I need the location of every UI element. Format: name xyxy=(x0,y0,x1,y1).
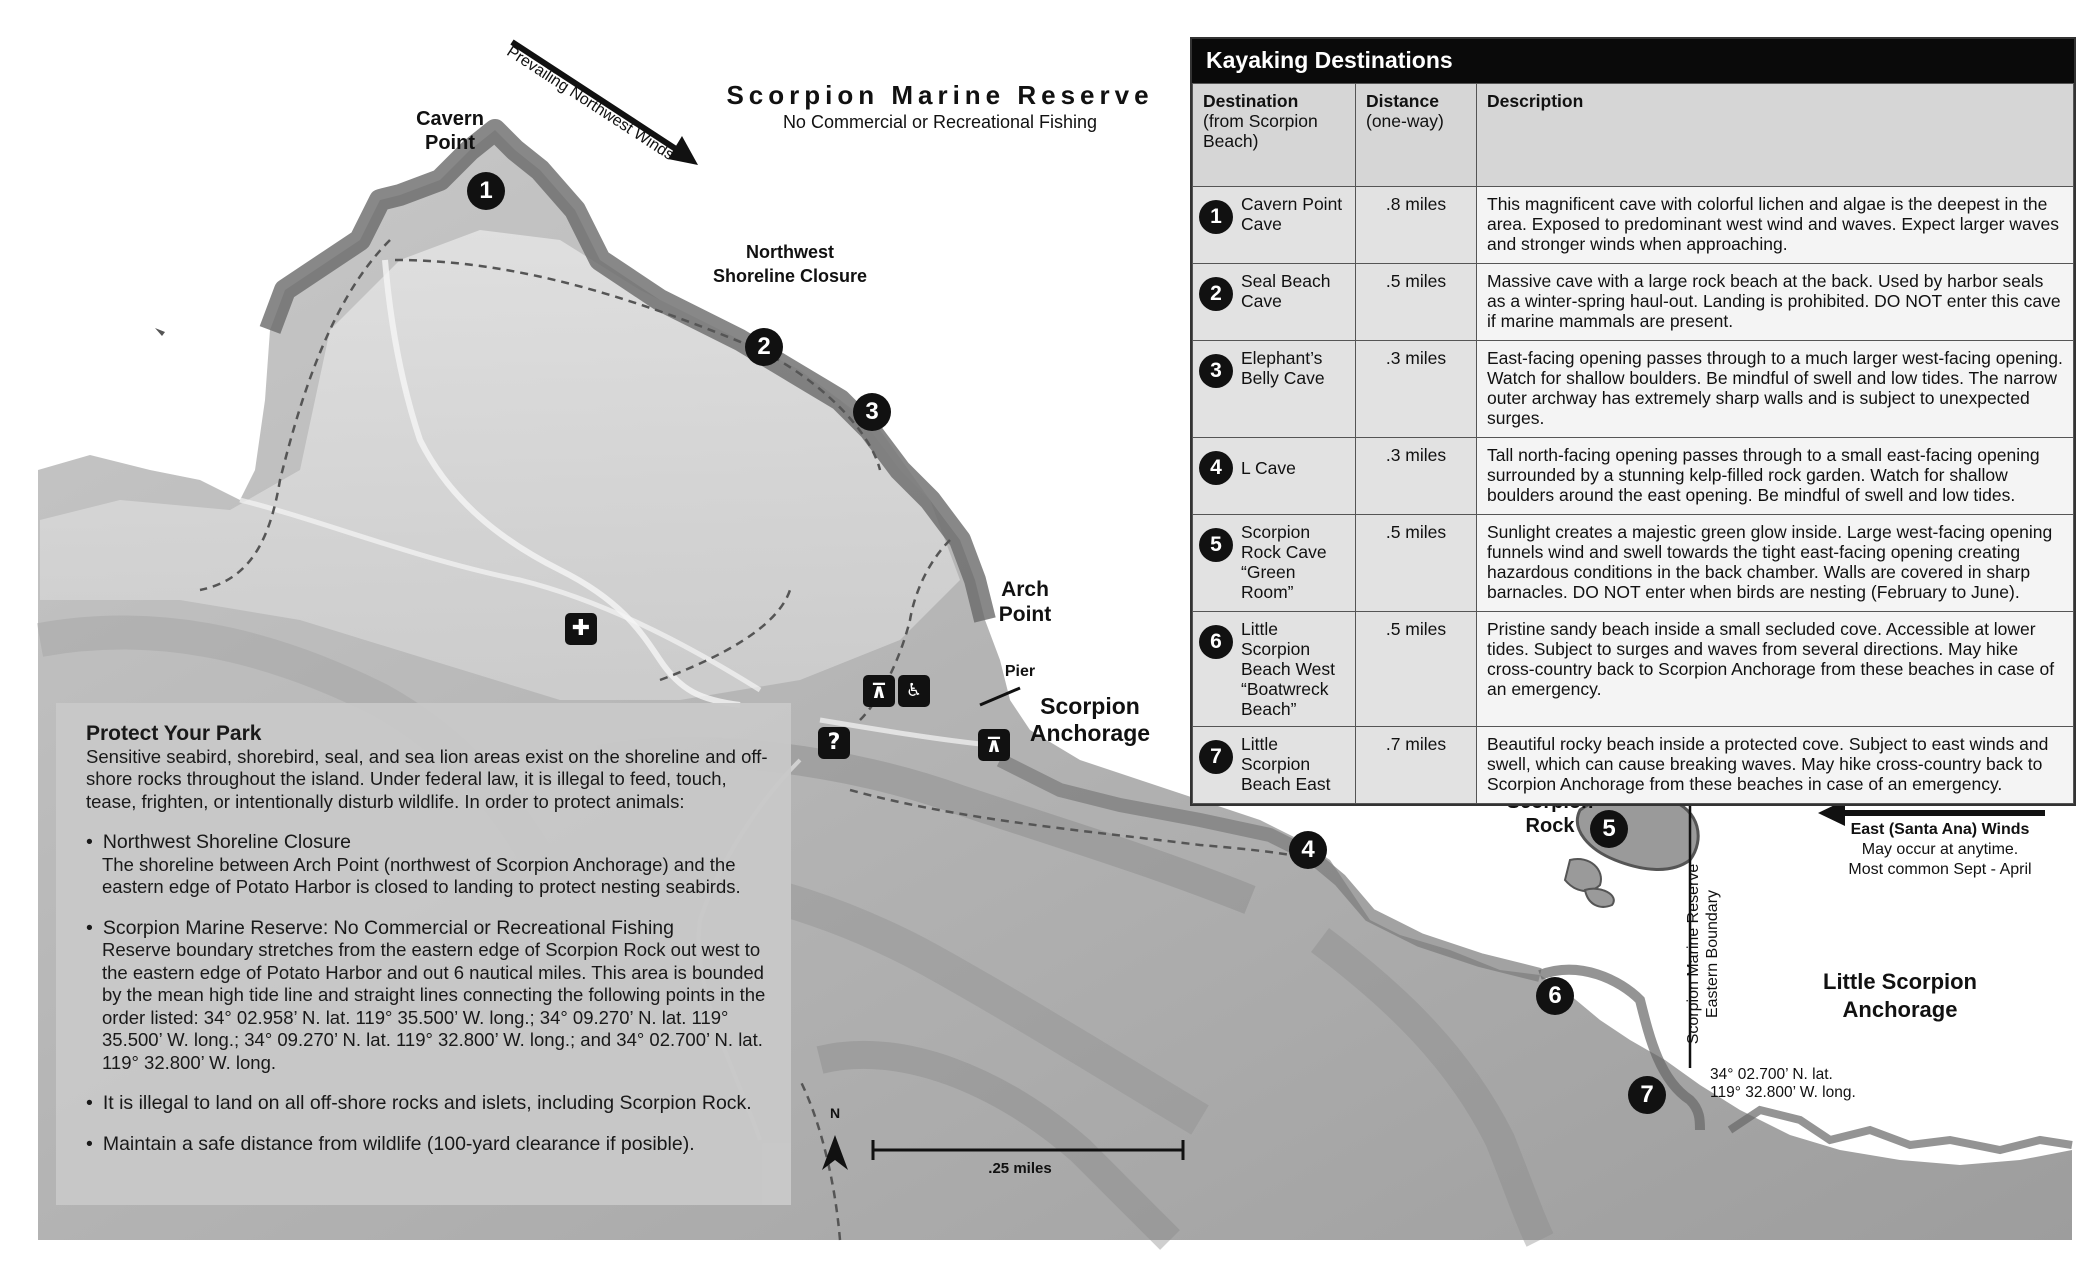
info-icon: ? xyxy=(818,727,850,759)
destination-name: L Cave xyxy=(1241,458,1296,478)
map-marker-1[interactable]: 1 xyxy=(467,172,505,210)
destination-number: 1 xyxy=(1199,200,1233,234)
protect-bullet: Northwest Shoreline Closure The shorelin… xyxy=(86,831,769,899)
plateau xyxy=(40,230,960,700)
protect-bullet: It is illegal to land on all off-shore r… xyxy=(86,1092,769,1115)
prevailing-wind-arrow xyxy=(510,39,687,158)
map-marker-7[interactable]: 7 xyxy=(1628,1076,1666,1114)
destination-name: Seal Beach Cave xyxy=(1241,271,1331,311)
label-scale: .25 miles xyxy=(988,1160,1052,1177)
picnic-table-icon: ⊼ xyxy=(863,675,895,707)
destination-number: 2 xyxy=(1199,277,1233,311)
destination-name: Little Scorpion Beach West “Boatwreck Be… xyxy=(1241,619,1336,719)
label-east-winds: East (Santa Ana) Winds May occur at anyt… xyxy=(1848,821,2032,878)
map-marker-6[interactable]: 6 xyxy=(1536,977,1574,1015)
destination-distance: .5 miles xyxy=(1355,611,1477,727)
destination-number: 4 xyxy=(1199,451,1233,485)
destination-number: 7 xyxy=(1199,740,1233,774)
destination-distance: .3 miles xyxy=(1355,437,1477,515)
destination-name: Elephant’s Belly Cave xyxy=(1241,348,1325,388)
destination-distance: .7 miles xyxy=(1355,726,1477,804)
header-destination: Destination(from Scorpion Beach) xyxy=(1192,83,1356,187)
destination-name: Scorpion Rock Cave “Green Room” xyxy=(1241,522,1327,602)
destination-description: Beautiful rocky beach inside a protected… xyxy=(1476,726,2074,804)
destination-number: 6 xyxy=(1199,625,1233,659)
map-marker-5[interactable]: 5 xyxy=(1590,810,1628,848)
destination-description: Massive cave with a large rock beach at … xyxy=(1476,263,2074,341)
destination-distance: .5 miles xyxy=(1355,514,1477,612)
table-row: 4 L Cave .3 miles Tall north-facing openi… xyxy=(1192,437,2074,515)
coastal-cliffs xyxy=(259,119,996,623)
restroom-icon: ♿ xyxy=(898,675,930,707)
label-coordinates: 34° 02.700’ N. lat.119° 32.800’ W. long. xyxy=(1710,1066,1856,1101)
little-scorpion-headland xyxy=(1538,964,1705,1131)
north-arrow-icon xyxy=(822,1135,848,1170)
pier-line xyxy=(979,686,1021,707)
protect-your-park-box: Protect Your Park Sensitive seabird, sho… xyxy=(56,703,791,1205)
label-pier: Pier xyxy=(1004,663,1036,680)
destination-distance: .8 miles xyxy=(1355,186,1477,264)
map-subtitle: No Commercial or Recreational Fishing xyxy=(782,112,1098,132)
destination-name: Little Scorpion Beach East xyxy=(1241,734,1331,794)
kayaking-destinations-table: Kayaking Destinations Destination(from S… xyxy=(1190,37,2076,806)
protect-bullet: Maintain a safe distance from wildlife (… xyxy=(86,1133,769,1156)
destination-description: This magnificent cave with colorful lich… xyxy=(1476,186,2074,264)
map-marker-3[interactable]: 3 xyxy=(853,393,891,431)
destination-distance: .5 miles xyxy=(1355,263,1477,341)
picnic-table-icon-2: ⊼ xyxy=(978,729,1010,761)
first-aid-icon: ✚ xyxy=(565,613,597,645)
header-distance: Distance(one-way) xyxy=(1355,83,1477,187)
destination-number: 3 xyxy=(1199,354,1233,388)
destination-description: Pristine sandy beach inside a small secl… xyxy=(1476,611,2074,727)
table-title: Kayaking Destinations xyxy=(1192,39,2074,83)
trail xyxy=(199,239,391,592)
map-title: Scorpion Marine Reserve xyxy=(726,80,1154,110)
destination-description: East-facing opening passes through to a … xyxy=(1476,340,2074,438)
road xyxy=(382,259,741,708)
destination-number: 5 xyxy=(1199,528,1233,562)
destination-description: Tall north-facing opening passes through… xyxy=(1476,437,2074,515)
header-description: Description xyxy=(1476,83,2074,187)
protect-intro: Sensitive seabird, shorebird, seal, and … xyxy=(86,745,768,812)
label-north: N xyxy=(829,1105,841,1121)
destination-name: Cavern Point Cave xyxy=(1241,194,1343,234)
destination-distance: .3 miles xyxy=(1355,340,1477,438)
map-marker-2[interactable]: 2 xyxy=(745,328,783,366)
destination-description: Sunlight creates a majestic green glow i… xyxy=(1476,514,2074,612)
map-marker-4[interactable]: 4 xyxy=(1289,831,1327,869)
protect-bullet: Scorpion Marine Reserve: No Commercial o… xyxy=(86,917,769,1075)
protect-title: Protect Your Park xyxy=(86,722,262,745)
